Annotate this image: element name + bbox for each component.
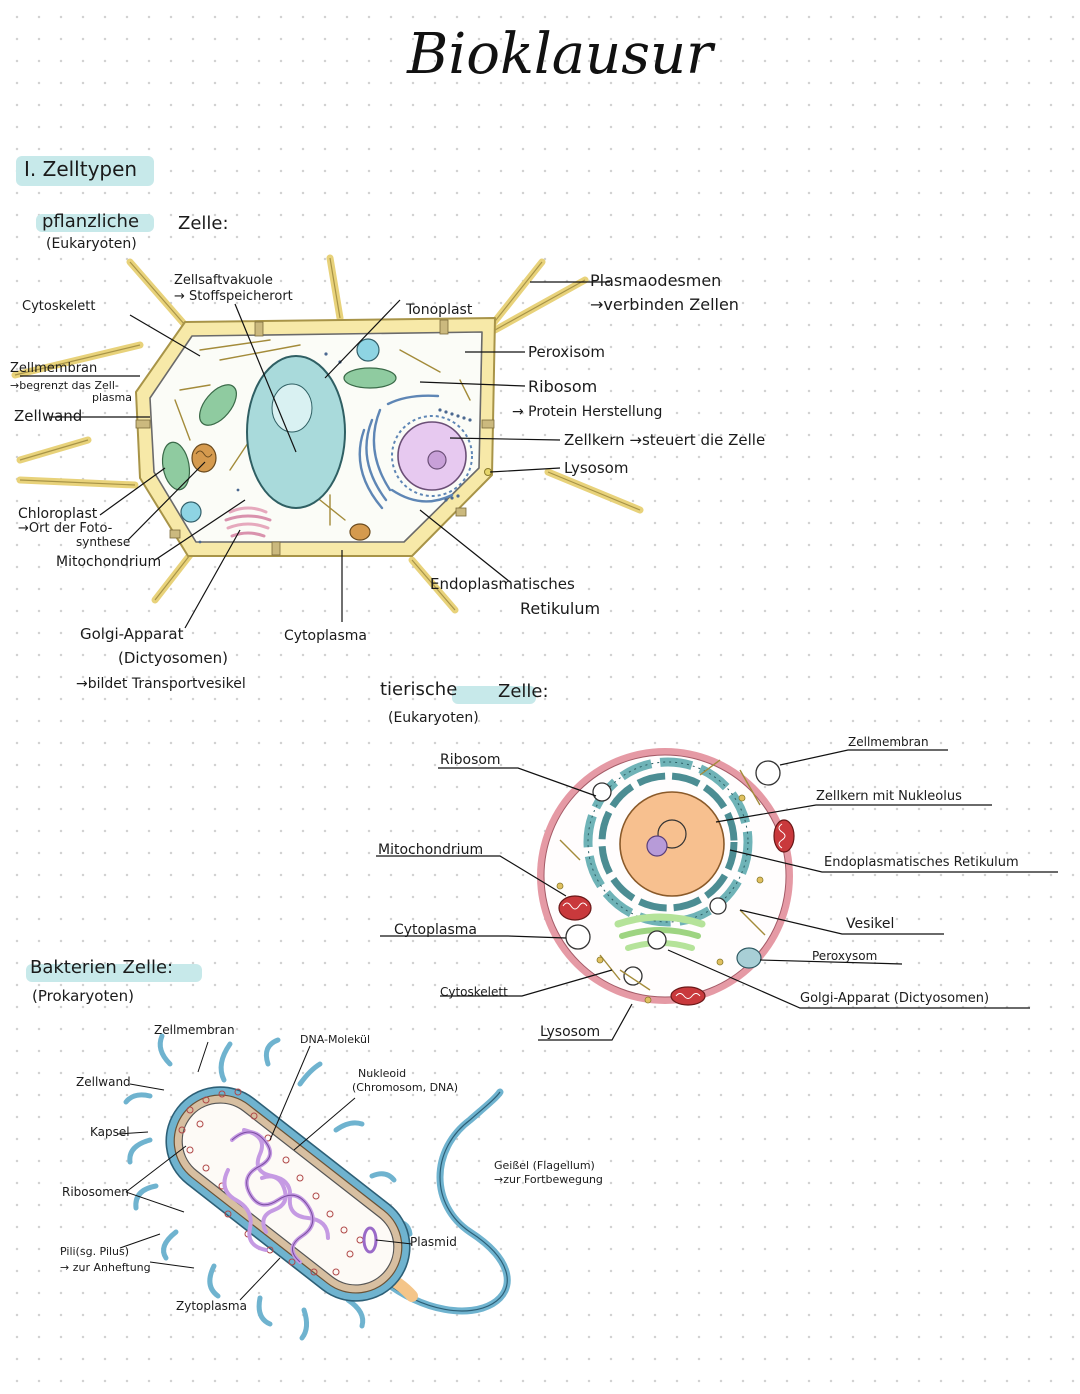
label-plant-golgi: Golgi-Apparat	[80, 625, 184, 643]
label-plant-plasmodesmen: Plasmaodesmen	[590, 271, 722, 290]
label-bacteria-dna: DNA-Molekül	[300, 1033, 371, 1046]
pili	[123, 1033, 413, 1341]
label-animal-zellmembran: Zellmembran	[848, 735, 929, 749]
label-plant-golgi-3: →bildet Transportvesikel	[76, 676, 246, 692]
label-bacteria-pili-2: → zur Anheftung	[60, 1261, 151, 1274]
label-plant-mitochondrium: Mitochondrium	[56, 554, 162, 570]
section-highlight	[16, 156, 154, 186]
animal-heading-2: Zelle:	[498, 681, 549, 702]
peroxisome	[356, 338, 380, 362]
plant-heading: pflanzliche	[42, 211, 140, 232]
label-plant-zellkern: Zellkern →steuert die Zelle	[564, 431, 766, 449]
label-plant-cytoskelett: Cytoskelett	[22, 299, 96, 314]
animal-peroxysome	[736, 947, 762, 969]
label-bacteria-plasmid: Plasmid	[410, 1235, 457, 1249]
animal-nucleus	[619, 791, 725, 897]
label-animal-cytoskelett: Cytoskelett	[440, 985, 508, 999]
bacteria-highlight	[26, 964, 202, 982]
animal-heading: tierische	[380, 679, 458, 700]
chloroplast	[199, 384, 237, 426]
animal-subheading: (Eukaryoten)	[388, 710, 479, 726]
label-animal-vesikel: Vesikel	[846, 916, 895, 932]
label-plant-cytoplasma: Cytoplasma	[284, 628, 367, 644]
plant-mitochondrion	[191, 443, 217, 473]
label-plant-zellsaft-2: → Stoffspeicherort	[174, 289, 293, 304]
label-plant-zellsaft: Zellsaftvakuole	[174, 273, 273, 288]
label-plant-er-2: Retikulum	[520, 599, 601, 618]
label-bacteria-pili: Pili(sg. Pilus)	[60, 1245, 130, 1258]
nucleolus	[646, 835, 668, 857]
plant-cell	[11, 254, 644, 629]
bacteria-subheading: (Prokaryoten)	[32, 987, 134, 1005]
plant-er	[358, 394, 454, 510]
label-animal-er: Endoplasmatisches Retikulum	[824, 855, 1019, 870]
label-bacteria-zytoplasma: Zytoplasma	[176, 1299, 247, 1313]
label-bacteria-nukleoid: Nukleoid	[358, 1067, 407, 1080]
chloroplast	[161, 441, 191, 491]
label-plant-golgi-2: (Dictyosomen)	[118, 649, 228, 667]
label-plant-ribosom-2: → Protein Herstellung	[512, 404, 663, 420]
label-bacteria-zellwand: Zellwand	[76, 1075, 131, 1089]
label-animal-zellkern: Zellkern mit Nukleolus	[816, 789, 962, 804]
label-bacteria-nukleoid-2: (Chromosom, DNA)	[352, 1081, 459, 1094]
plant-golgi	[224, 506, 272, 538]
label-plant-chloroplast-3: synthese	[76, 535, 131, 549]
bacteria-heading: Bakterien Zelle:	[30, 957, 174, 978]
animal-vesicles	[565, 760, 781, 986]
label-plant-chloroplast-2: →Ort der Foto-	[18, 521, 113, 536]
label-animal-peroxysom: Peroxysom	[812, 949, 878, 963]
label-plant-zellmembran-3: plasma	[92, 391, 132, 404]
label-plant-tonoplast: Tonoplast	[406, 302, 473, 318]
label-bacteria-kapsel: Kapsel	[90, 1125, 130, 1139]
label-plant-lysosom: Lysosom	[564, 459, 629, 477]
plant-highlight	[36, 214, 154, 232]
plant-heading-2: Zelle:	[178, 213, 229, 234]
label-bacteria-zellmembran: Zellmembran	[154, 1023, 235, 1037]
label-plant-chloroplast: Chloroplast	[18, 506, 98, 522]
label-plant-peroxisom: Peroxisom	[528, 343, 605, 361]
chloroplast	[343, 367, 397, 389]
label-animal-golgi: Golgi-Apparat (Dictyosomen)	[800, 991, 990, 1006]
label-plant-er: Endoplasmatisches	[430, 575, 575, 593]
page-title: Bioklausur	[407, 22, 713, 87]
label-plant-zellmembran: Zellmembran	[10, 361, 98, 376]
animal-mitochondria	[558, 819, 795, 1006]
bacterium	[117, 1033, 511, 1341]
animal-cell	[376, 748, 1058, 1041]
label-animal-mitochondrium: Mitochondrium	[378, 842, 484, 858]
label-animal-ribosom: Ribosom	[440, 752, 501, 768]
label-plant-ribosom: Ribosom	[528, 377, 598, 396]
section-heading: I. Zelltypen	[24, 157, 138, 181]
label-bacteria-geissel-2: →zur Fortbewegung	[494, 1173, 603, 1186]
animal-highlight	[452, 686, 536, 704]
label-bacteria-geissel: Geißel (Flagellum)	[494, 1159, 595, 1172]
label-plant-zellmembran-2: →begrenzt das Zell-	[10, 379, 119, 392]
label-plant-zellwand: Zellwand	[14, 407, 83, 425]
plant-subheading: (Eukaryoten)	[46, 236, 137, 252]
label-bacteria-ribosomen: Ribosomen	[62, 1185, 129, 1199]
label-animal-cytoplasma: Cytoplasma	[394, 922, 477, 938]
label-animal-lysosom: Lysosom	[540, 1024, 601, 1040]
label-plant-plasmodesmen-2: →verbinden Zellen	[590, 295, 739, 314]
